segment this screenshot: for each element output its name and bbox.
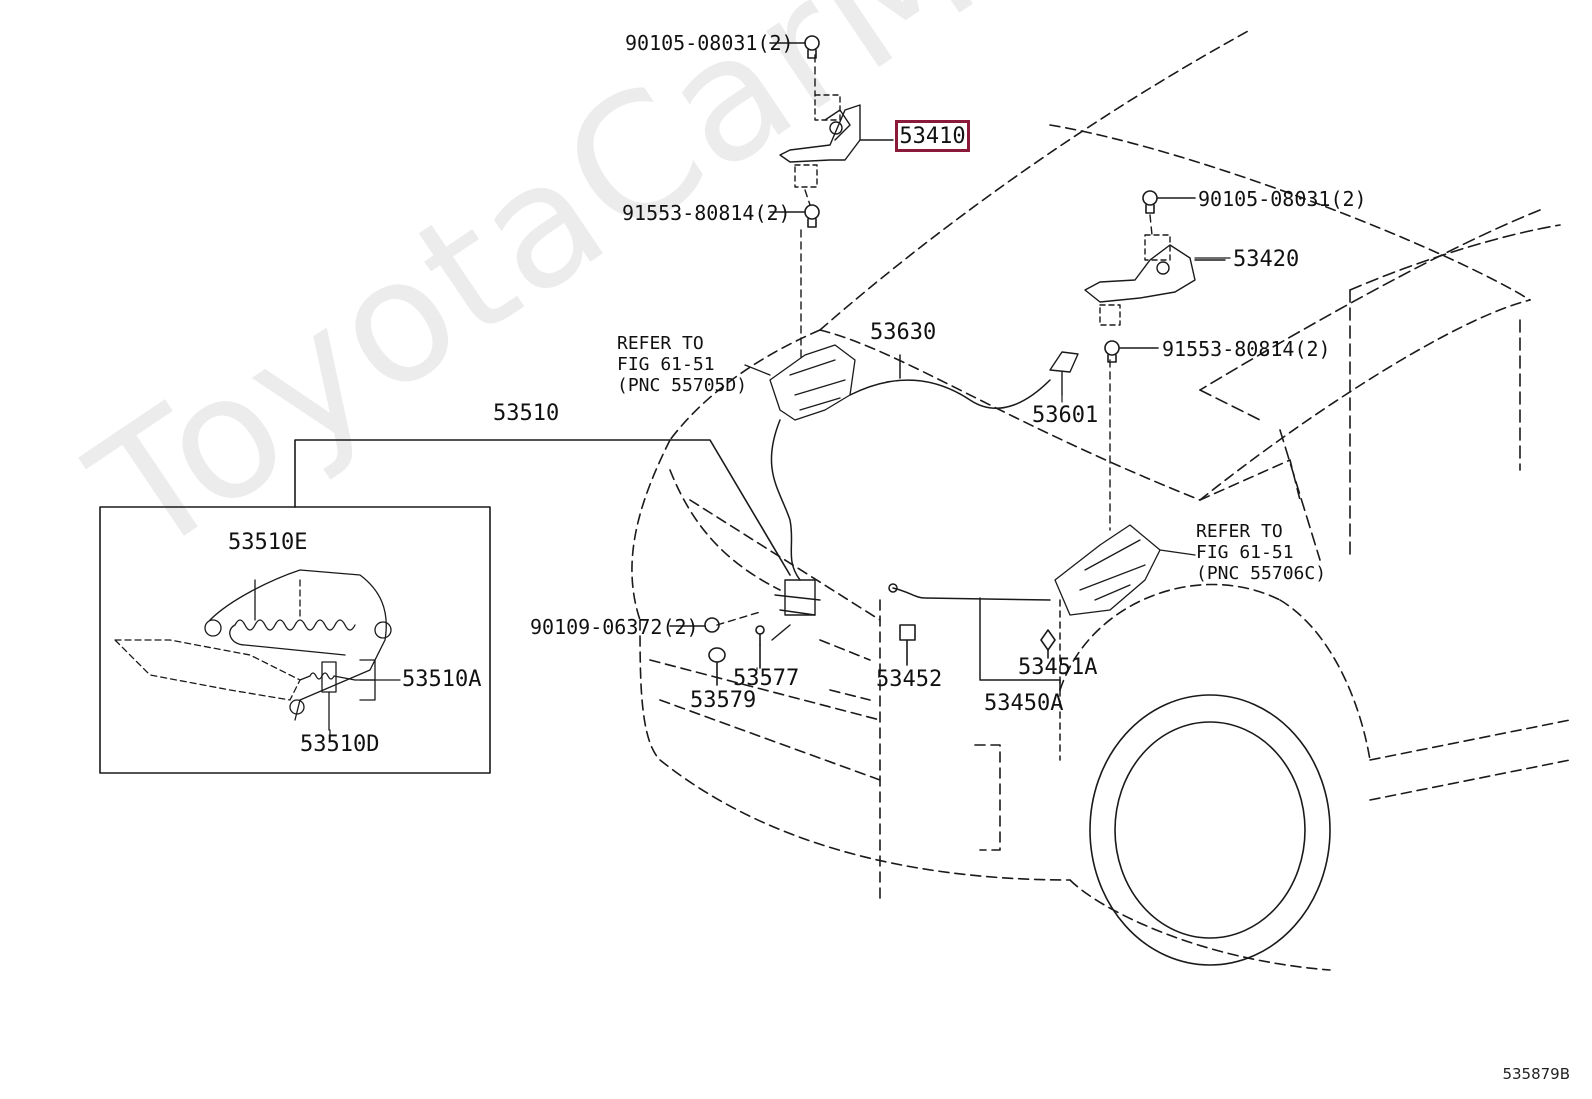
cable-part — [770, 354, 1051, 581]
refer-left: REFER TO FIG 61-51 (PNC 55705D) — [617, 333, 748, 396]
label-spring-a: 53510A — [402, 667, 482, 692]
leader-53510 — [294, 439, 791, 576]
figure-number: 535879B — [1502, 1065, 1570, 1083]
bolt-lock-icon — [669, 617, 720, 633]
label-handle: 53601 — [1032, 403, 1099, 428]
label-bolt-lock: 90109-06372(2) — [530, 615, 699, 639]
label-spring-d: 53510D — [300, 732, 380, 757]
label-hinge-right: 53420 — [1233, 247, 1300, 272]
label-bolt-lower-left: 91553-80814(2) — [622, 201, 791, 225]
leaders — [329, 257, 1231, 741]
highlighted-part-label[interactable]: 53410 — [895, 120, 970, 152]
label-support-rod: 53452 — [876, 667, 943, 692]
support-rod-part — [888, 583, 1061, 761]
cushion-icon — [708, 647, 726, 686]
front-body — [631, 439, 1071, 901]
label-cable: 53630 — [870, 320, 937, 345]
bolt-lower-left-icon — [769, 204, 820, 228]
windshield — [1199, 209, 1561, 561]
bracket-left-part — [744, 344, 856, 421]
hinge-left-part — [779, 54, 894, 361]
label-cushion: 53579 — [690, 688, 757, 713]
hood-outline — [669, 29, 1531, 501]
label-clip: 53577 — [733, 666, 800, 691]
handle-part — [1049, 351, 1079, 396]
lock-detail — [114, 569, 392, 731]
bolt-top-left-icon — [769, 35, 820, 59]
label-rod-assembly: 53450A — [984, 691, 1064, 716]
label-bolt-lower-right: 91553-80814(2) — [1162, 337, 1331, 361]
clip-icon — [755, 625, 765, 669]
bracket-right-part — [1054, 524, 1196, 616]
label-bolt-top-left: 90105-08031(2) — [625, 31, 794, 55]
label-bolt-top-right: 90105-08031(2) — [1198, 187, 1367, 211]
refer-right: REFER TO FIG 61-51 (PNC 55706C) — [1196, 521, 1327, 584]
wheel — [1089, 694, 1331, 966]
hinge-right-part — [1084, 214, 1226, 531]
bolt-lower-right-icon — [1104, 340, 1159, 363]
rod-holder-icon — [899, 624, 916, 666]
grommet-icon — [1040, 629, 1056, 659]
bolt-top-right-icon — [1142, 190, 1196, 214]
fender — [1059, 459, 1571, 971]
label-spring-e: 53510E — [228, 530, 308, 555]
lock-on-vehicle — [716, 579, 821, 641]
label-rod-holder: 53451A — [1018, 655, 1098, 680]
label-lock-assembly: 53510 — [493, 401, 560, 426]
